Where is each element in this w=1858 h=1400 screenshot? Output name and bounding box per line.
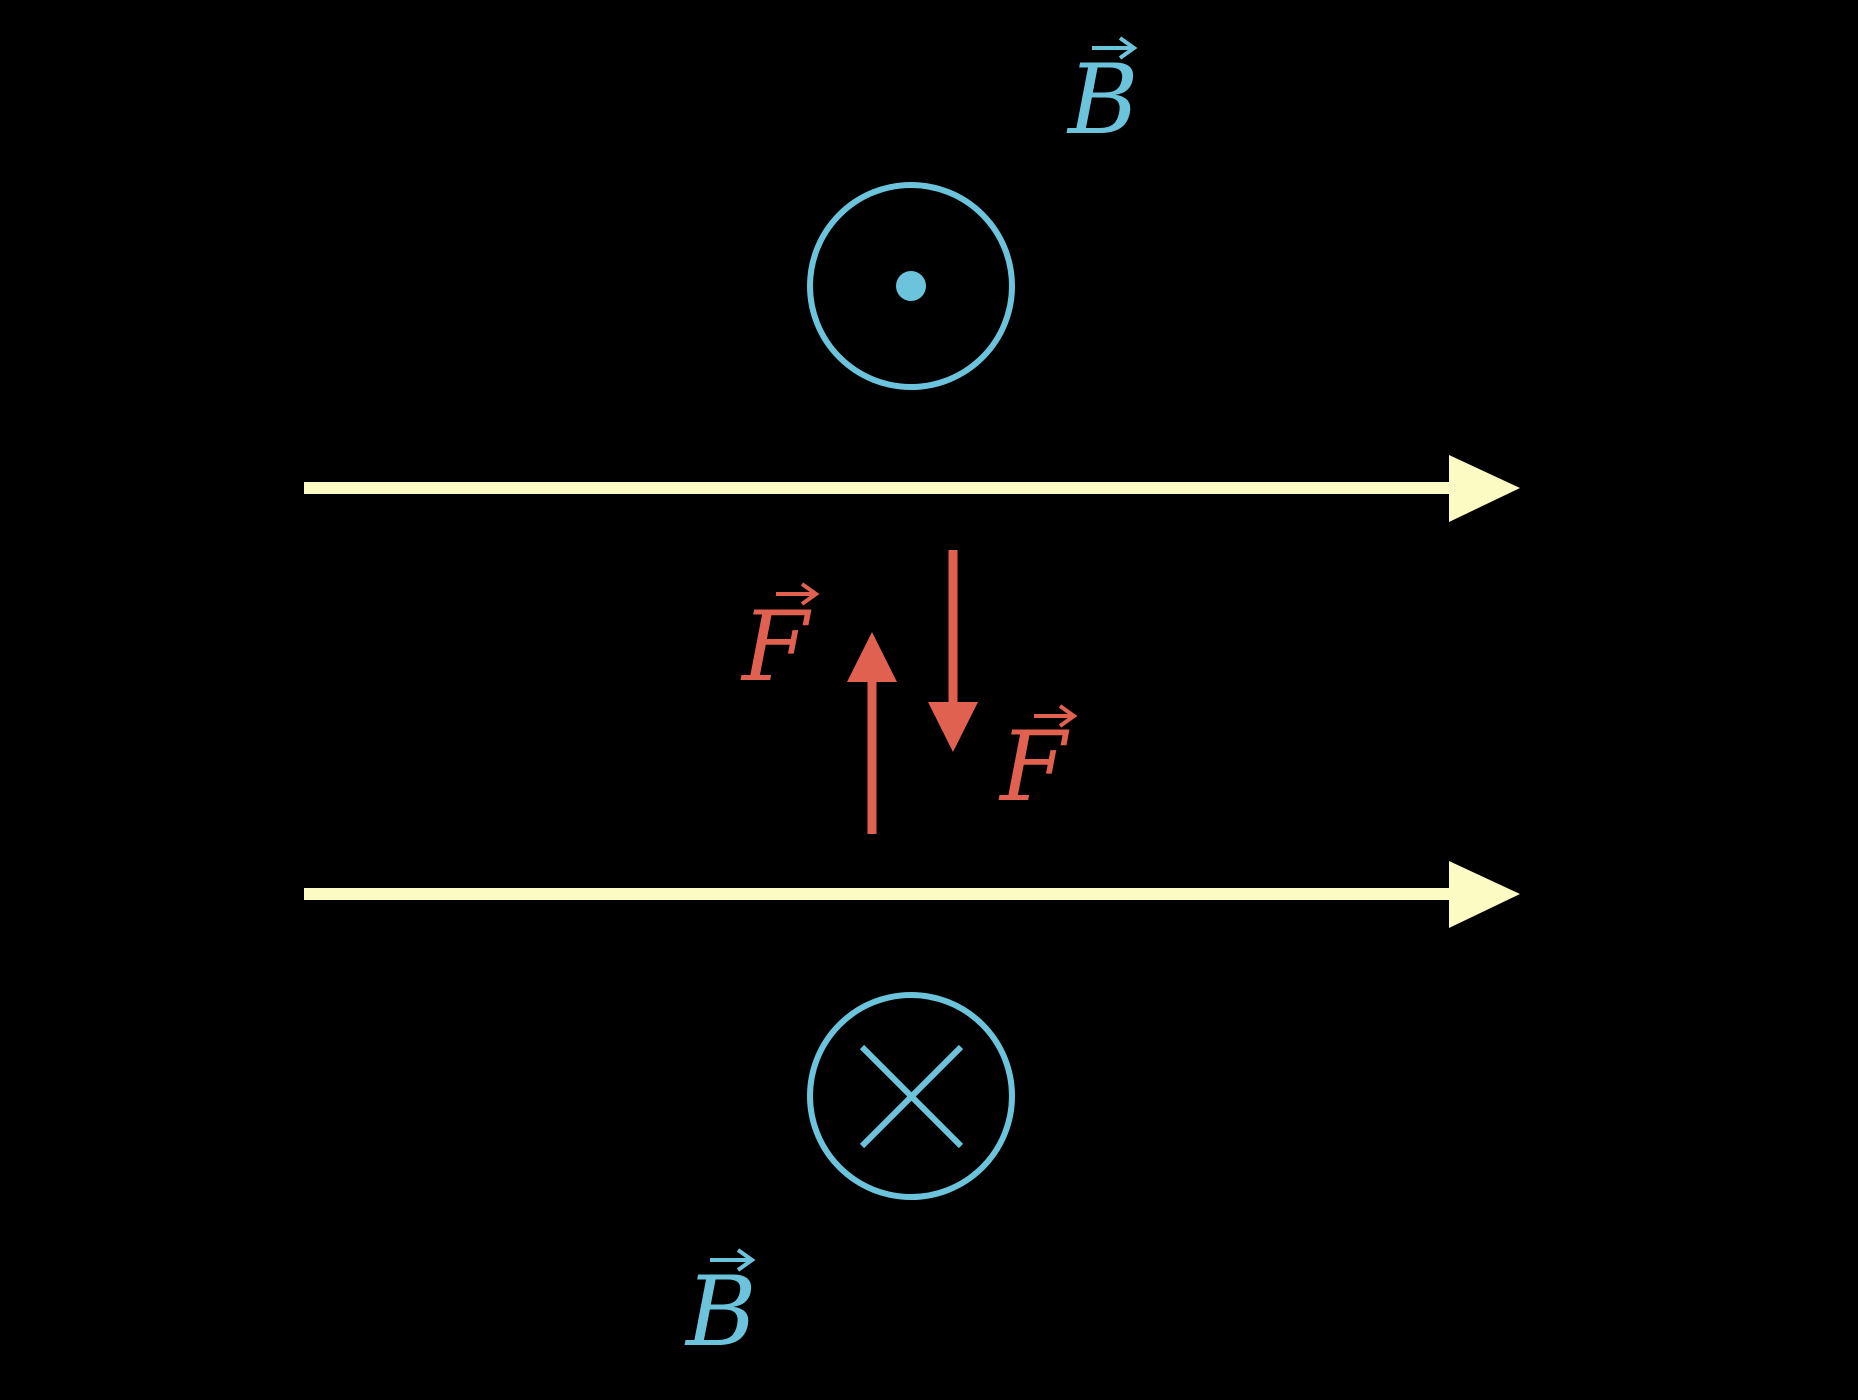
field-out-of-page-symbol — [807, 182, 1015, 390]
field-label-bottom: B — [684, 1248, 757, 1368]
force-arrow-down — [928, 550, 978, 752]
field-label-top: B — [1066, 36, 1139, 156]
field-dot — [896, 271, 926, 301]
wire-top — [304, 455, 1520, 522]
field-circle-top — [807, 182, 1015, 390]
wire-top-arrowhead-icon — [1449, 455, 1520, 522]
field-circle-bottom — [807, 992, 1015, 1200]
field-label-top-text: B — [1066, 44, 1139, 156]
force-up-arrowhead-icon — [847, 632, 897, 682]
field-label-bottom-text: B — [684, 1256, 757, 1368]
force-label-left: F — [740, 582, 820, 703]
force-label-left-text: F — [740, 591, 812, 703]
force-arrow-up — [847, 632, 897, 834]
wire-bottom-arrowhead-icon — [1449, 861, 1520, 928]
wire-bottom — [304, 861, 1520, 928]
vector-arrow-icon — [776, 582, 820, 606]
field-cross-line-2 — [859, 1044, 964, 1149]
force-label-right: F — [998, 704, 1078, 823]
vector-arrow-icon — [1034, 704, 1078, 728]
field-into-page-symbol — [807, 992, 1015, 1200]
force-down-arrowhead-icon — [928, 702, 978, 752]
vector-arrow-icon — [710, 1248, 756, 1272]
force-label-right-text: F — [998, 711, 1070, 823]
vector-arrow-icon — [1092, 36, 1138, 60]
